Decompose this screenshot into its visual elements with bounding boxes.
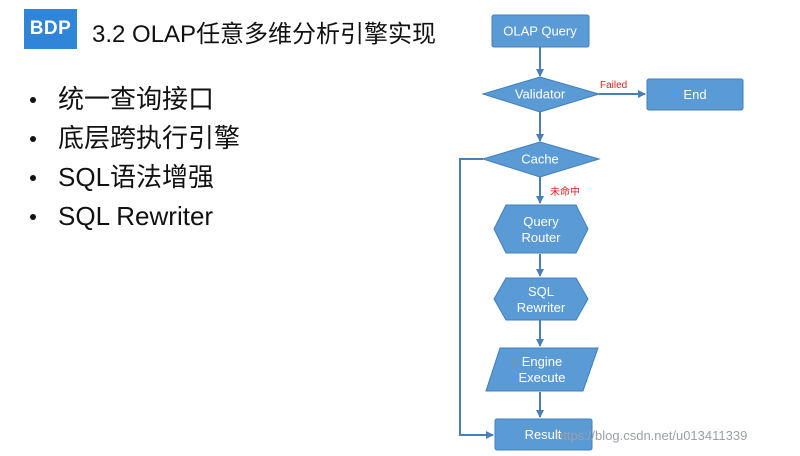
bullet-item: SQL Rewriter [28,199,240,238]
bullet-item: 底层跨执行引擎 [28,121,240,160]
node-result: Result [494,418,593,451]
node-sql-rewriter: SQL Rewriter [493,277,589,321]
svg-text:Validator: Validator [515,87,566,102]
svg-text:SQL: SQL [528,284,554,299]
flow-edges [459,47,646,439]
node-engine-execute: Engine Execute [485,347,599,392]
svg-text:Cache: Cache [521,152,559,167]
edge-cache-hit-to-result [459,158,494,439]
watermark-url: https://blog.csdn.net/u013411339 [556,428,748,443]
svg-text:Result: Result [525,427,562,442]
svg-text:Rewriter: Rewriter [517,300,566,315]
svg-text:Engine: Engine [522,354,562,369]
node-olap-query: OLAP Query [491,14,590,48]
edge-label-cache-miss: 未命中 [550,185,580,198]
slide-title: 3.2 OLAP任意多维分析引擎实现 [92,21,437,48]
svg-text:OLAP Query: OLAP Query [503,24,577,39]
edge-label-failed: Failed [600,80,627,91]
node-cache: Cache [481,141,601,178]
bullet-list: 统一查询接口 底层跨执行引擎 SQL语法增强 SQL Rewriter [28,82,240,238]
node-validator: Validator [481,76,601,113]
node-query-router: Query Router [493,204,589,254]
bullet-item: 统一查询接口 [28,82,240,121]
bdp-logo: BDP [24,9,77,49]
svg-text:End: End [683,87,706,102]
svg-text:Router: Router [521,230,561,245]
bullet-item: SQL语法增强 [28,160,240,199]
svg-text:Query: Query [523,214,559,229]
node-end: End [646,78,744,111]
svg-text:Execute: Execute [519,370,566,385]
